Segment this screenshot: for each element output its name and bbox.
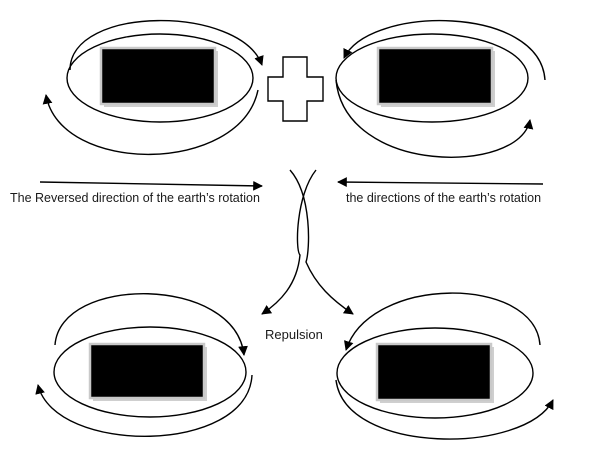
field-line-outer-lower xyxy=(335,379,554,440)
field-line-outer-upper xyxy=(343,19,546,81)
field-line-outer-upper xyxy=(344,292,541,351)
field-loop-ellipse xyxy=(336,327,534,419)
crossing-curve-right xyxy=(289,169,354,315)
magnet-block xyxy=(88,342,206,400)
right-direction-label: the directions of the earth’s rotation xyxy=(346,191,541,205)
magnet-bottom-right xyxy=(335,292,554,440)
field-line-outer-upper xyxy=(69,19,264,71)
reversed-rotation-arrow xyxy=(39,180,263,191)
field-loop-ellipse xyxy=(53,326,247,418)
plus-icon xyxy=(267,56,324,122)
field-loop-ellipse xyxy=(66,33,254,123)
rotation-arrow xyxy=(337,177,544,187)
magnet-top-right xyxy=(335,19,546,158)
field-line-outer-upper xyxy=(54,293,248,356)
field-loop-ellipse xyxy=(335,33,529,123)
magnet-block xyxy=(99,46,217,106)
field-line-outer-lower xyxy=(42,89,259,156)
magnet-block xyxy=(376,46,494,106)
field-line-outer-lower xyxy=(335,79,534,158)
magnet-bottom-left xyxy=(35,293,253,437)
repulsion-label: Repulsion xyxy=(265,327,323,342)
left-direction-label: The Reversed direction of the earth’s ro… xyxy=(10,191,260,205)
magnet-block xyxy=(375,342,493,402)
field-line-outer-lower xyxy=(35,374,253,437)
magnet-top-left xyxy=(42,19,264,156)
